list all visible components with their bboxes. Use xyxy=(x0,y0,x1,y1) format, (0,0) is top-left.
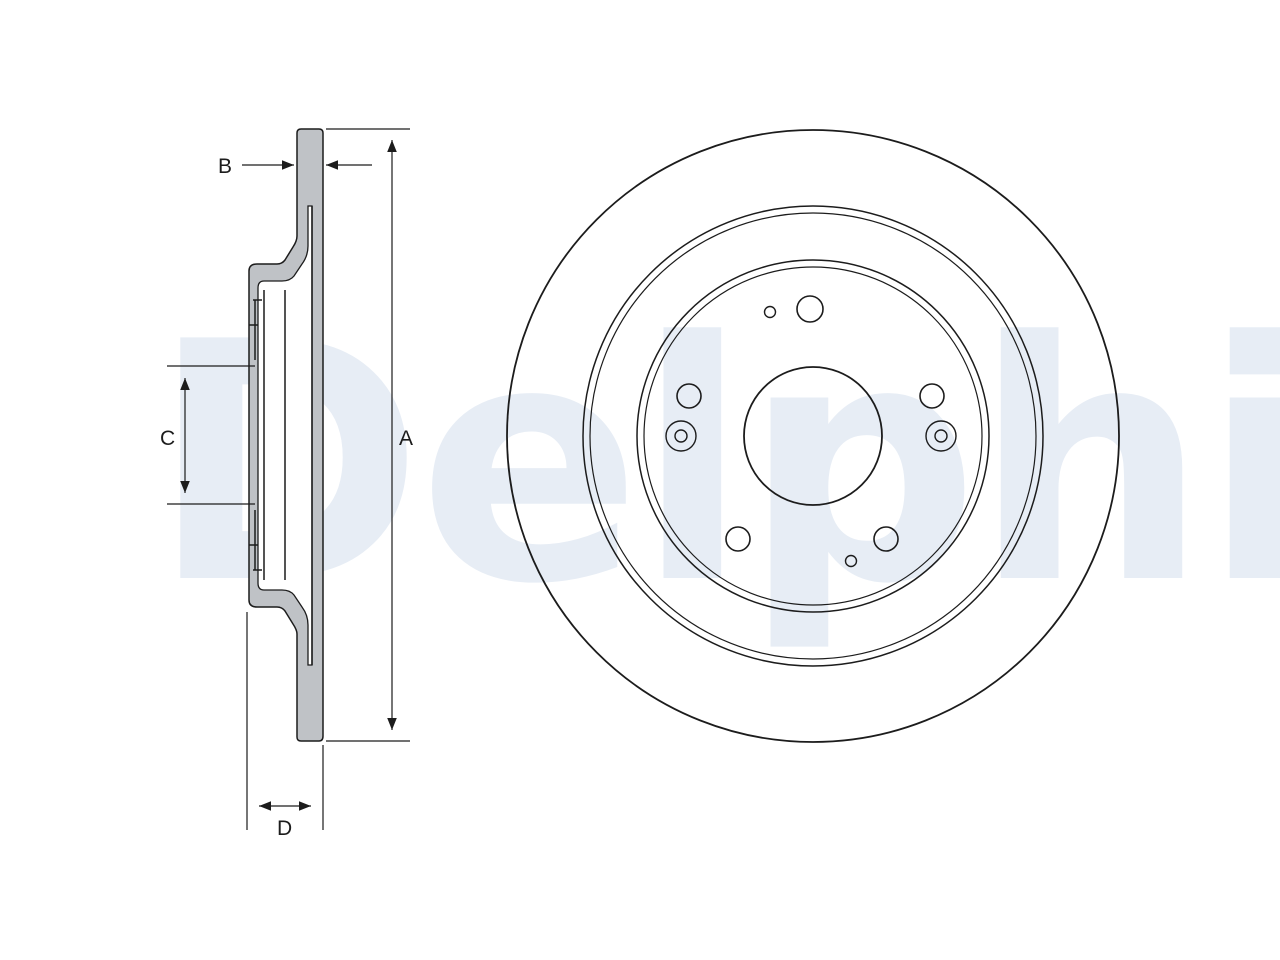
hat-outer xyxy=(636,259,990,613)
dimension-label-a: A xyxy=(399,427,413,450)
disc-outer-edge xyxy=(506,129,1120,743)
disc-side-section xyxy=(248,128,324,742)
locating-hole xyxy=(844,554,858,568)
bolt-hole xyxy=(919,383,945,409)
set-screw-hole-outer xyxy=(665,420,697,452)
friction-ring-inner xyxy=(589,212,1037,660)
bolt-hole xyxy=(873,526,899,552)
bolt-hole xyxy=(796,295,824,323)
dimension-c xyxy=(167,365,255,505)
bolt-hole xyxy=(725,526,751,552)
dimension-a xyxy=(326,128,410,742)
bolt-hole xyxy=(676,383,702,409)
dimension-label-b: B xyxy=(218,155,232,178)
center-bore xyxy=(743,366,883,506)
hat-inner xyxy=(643,266,983,606)
set-screw-hole-inner xyxy=(674,429,688,443)
disc-front-view xyxy=(506,129,1120,743)
dimension-label-c: C xyxy=(160,427,175,450)
dimension-label-d: D xyxy=(277,817,292,840)
friction-ring-outer xyxy=(582,205,1044,667)
locating-hole xyxy=(763,305,777,319)
brand-watermark: Delphi xyxy=(150,272,1280,656)
set-screw-hole-outer xyxy=(925,420,957,452)
dimension-d xyxy=(246,612,324,830)
set-screw-hole-inner xyxy=(934,429,948,443)
